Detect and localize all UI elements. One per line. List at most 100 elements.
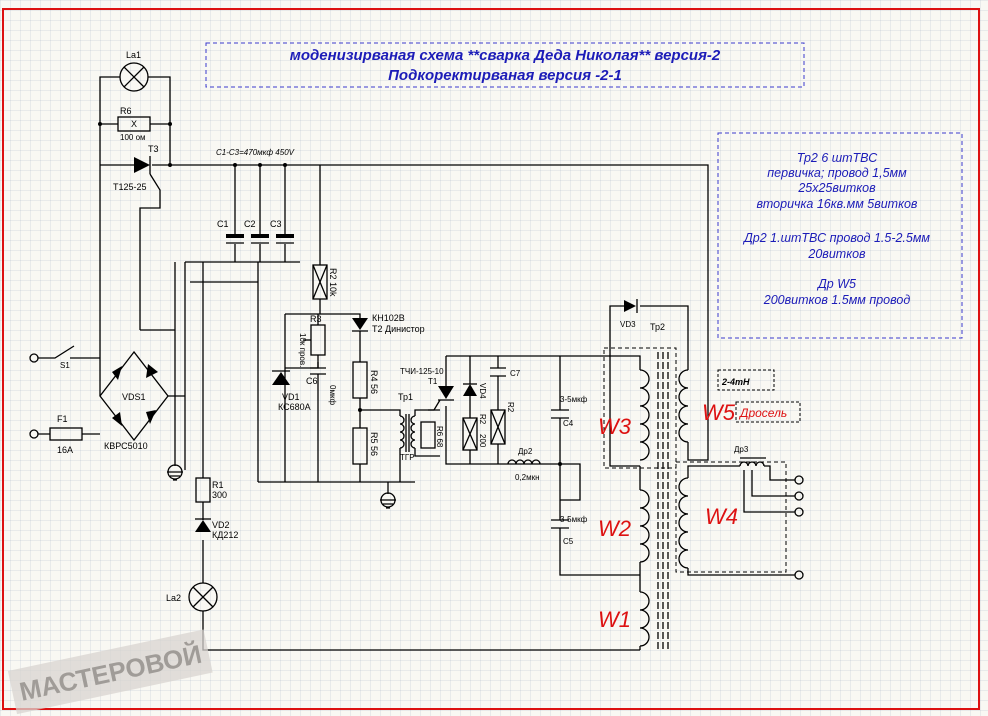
vd3-label: VD3 [620, 320, 636, 329]
t1-buses [445, 355, 560, 465]
inductance-label: 2-4mH [721, 377, 750, 387]
dinistor-wires [352, 330, 368, 362]
tp1-label: Тр1 [398, 392, 413, 402]
ground-left [167, 464, 183, 481]
r2b-label: R2 [478, 414, 487, 425]
c4-c5-wire [559, 356, 640, 576]
spec-tr2-2: первичка; провод 1,5мм [767, 166, 907, 180]
spec-tr2-4: вторичка 16кв.мм 5витков [757, 197, 918, 211]
node [98, 122, 102, 126]
r1-label: R1 [212, 480, 224, 490]
fuse-f1 [49, 427, 83, 441]
r4-label: R4 56 [369, 370, 379, 394]
c4-c5-link [560, 463, 581, 501]
zener-vd1 [272, 372, 290, 385]
resistor-r4 [352, 361, 368, 399]
vd2-type: КД212 [212, 530, 238, 540]
t1-bar [428, 399, 454, 411]
r4-to-tp1 [360, 409, 401, 416]
r3-label: R3 [310, 314, 322, 324]
spec-drw5-2: 200витков 1.5мм провод [763, 293, 911, 307]
capacitor-bank [226, 165, 294, 262]
diode-vd4 [463, 384, 477, 396]
kn102-label: КН102В [372, 313, 405, 323]
w3-box [603, 347, 677, 469]
r2-label: R2 10k [328, 268, 338, 297]
choke-dr2 [507, 459, 541, 465]
diode-vd2 [195, 520, 211, 532]
spec-dr2-1: Др2 1.штТВС провод 1.5-2.5мм [742, 231, 930, 245]
c7-label: C7 [510, 369, 521, 378]
r2c-label: R2 [506, 402, 515, 413]
capacitor-c6 [310, 362, 326, 482]
r2c-x [490, 409, 506, 445]
node [168, 122, 172, 126]
w5-return [330, 164, 709, 461]
w2-label: W2 [598, 516, 631, 541]
f1-label: F1 [57, 414, 68, 424]
w5-label: W5 [702, 400, 736, 425]
r2-x [312, 264, 328, 300]
w3-wires [560, 355, 641, 467]
t2-label: T2 Динистор [372, 324, 425, 334]
output-terminal-4 [794, 570, 804, 580]
diode-vd3 [624, 300, 636, 312]
tgr-label: ТГР [400, 453, 415, 462]
capacitor-c5 [551, 519, 569, 529]
switch-s1[interactable] [29, 345, 100, 363]
tp2-label: Тр2 [650, 322, 665, 332]
r2-to-dinistor [319, 299, 361, 318]
node [168, 163, 172, 167]
resistor-r6-68 [420, 421, 436, 449]
node [283, 163, 287, 167]
output-terminal-3 [794, 507, 804, 517]
node [558, 462, 562, 466]
c4-label: C4 [563, 419, 574, 428]
vd4-label: VD4 [478, 383, 487, 399]
r5-label: R5 56 [369, 432, 379, 456]
w4-wires [687, 465, 795, 576]
spec-drw5-1: Др W5 [816, 277, 856, 291]
t1-label: T1 [428, 377, 438, 386]
inductance-box [717, 369, 775, 391]
r3-note: 10к пров. [298, 333, 307, 367]
r2b-value: 200 [478, 434, 487, 448]
w4-label: W4 [705, 504, 738, 529]
svg-text:МАСТЕРОВОЙ: МАСТЕРОВОЙ [17, 639, 205, 707]
resistor-r6 [117, 116, 151, 132]
node [258, 163, 262, 167]
spec-dr2-2: 20витков [807, 247, 866, 261]
resistor-r1 [195, 477, 211, 503]
kbpc-label: КВРС5010 [104, 441, 148, 451]
thyristor-t1 [438, 386, 454, 399]
dr2-label: Др2 [518, 447, 533, 456]
dr2-value: 0,2мкн [515, 473, 540, 482]
choke-box [735, 401, 801, 423]
title-line-1: моденизирваная схема **сварка Деда Никол… [290, 47, 721, 64]
node [358, 408, 362, 412]
dr3-taps [743, 465, 795, 513]
choke-label: Дросель [738, 406, 787, 420]
w3-label: W3 [598, 414, 632, 439]
la1-label: La1 [126, 50, 141, 60]
capacitor-c4 [551, 409, 569, 419]
s1-label: S1 [60, 361, 70, 370]
tchi-label: ТЧИ-125-10 [400, 367, 444, 376]
vd3-wires [609, 305, 689, 370]
choke-dr3 [739, 461, 765, 467]
spec-tr2-1: Тр2 6 штТВС [797, 151, 879, 165]
la2-label: La2 [166, 593, 181, 603]
dinistor-t2 [352, 318, 368, 330]
c5-value: 3-5мкф [560, 515, 588, 524]
ground-symbol [380, 492, 396, 509]
cbank-label: C1-C3=470мкф 450V [216, 148, 295, 157]
f1-value: 16A [57, 445, 73, 455]
frame-border [2, 8, 980, 710]
lamp-la1 [119, 62, 149, 92]
bridge-wires [99, 165, 185, 397]
output-terminal-1 [794, 475, 804, 485]
w4-box [675, 461, 787, 573]
bridge-vds1 [99, 350, 169, 442]
